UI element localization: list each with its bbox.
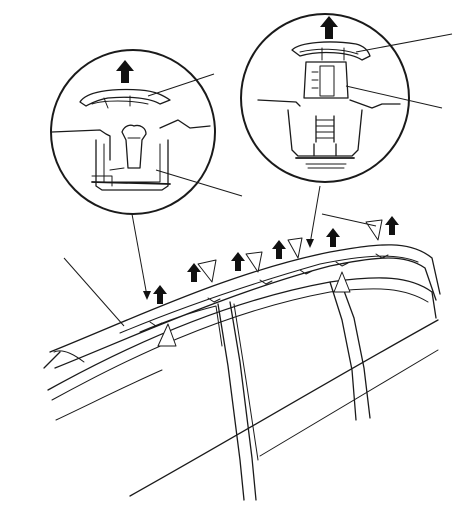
triangle-marker-icon xyxy=(365,219,383,241)
arrow-up-icon xyxy=(326,228,340,247)
arrow-up-icon xyxy=(231,252,245,271)
triangle-marker-icon xyxy=(157,323,177,347)
arrow-up-icon xyxy=(187,263,201,282)
arrow-up-icon xyxy=(320,16,338,39)
triangle-marker-icon xyxy=(333,271,351,293)
arrow-up-icon xyxy=(153,285,167,304)
arrow-up-icon xyxy=(385,216,399,235)
arrow-up-icon xyxy=(272,240,286,259)
triangle-marker-icon xyxy=(287,237,303,259)
triangle-marker-icon xyxy=(245,251,263,273)
clip-location-markers xyxy=(157,219,383,347)
clip-detail-left xyxy=(50,49,243,215)
triangle-marker-icon xyxy=(197,259,217,283)
leader-lines xyxy=(63,185,377,327)
vehicle-body xyxy=(43,244,441,501)
arrow-up-icon xyxy=(116,60,134,83)
clip-detail-right xyxy=(240,13,453,183)
pull-direction-arrows xyxy=(153,216,399,304)
